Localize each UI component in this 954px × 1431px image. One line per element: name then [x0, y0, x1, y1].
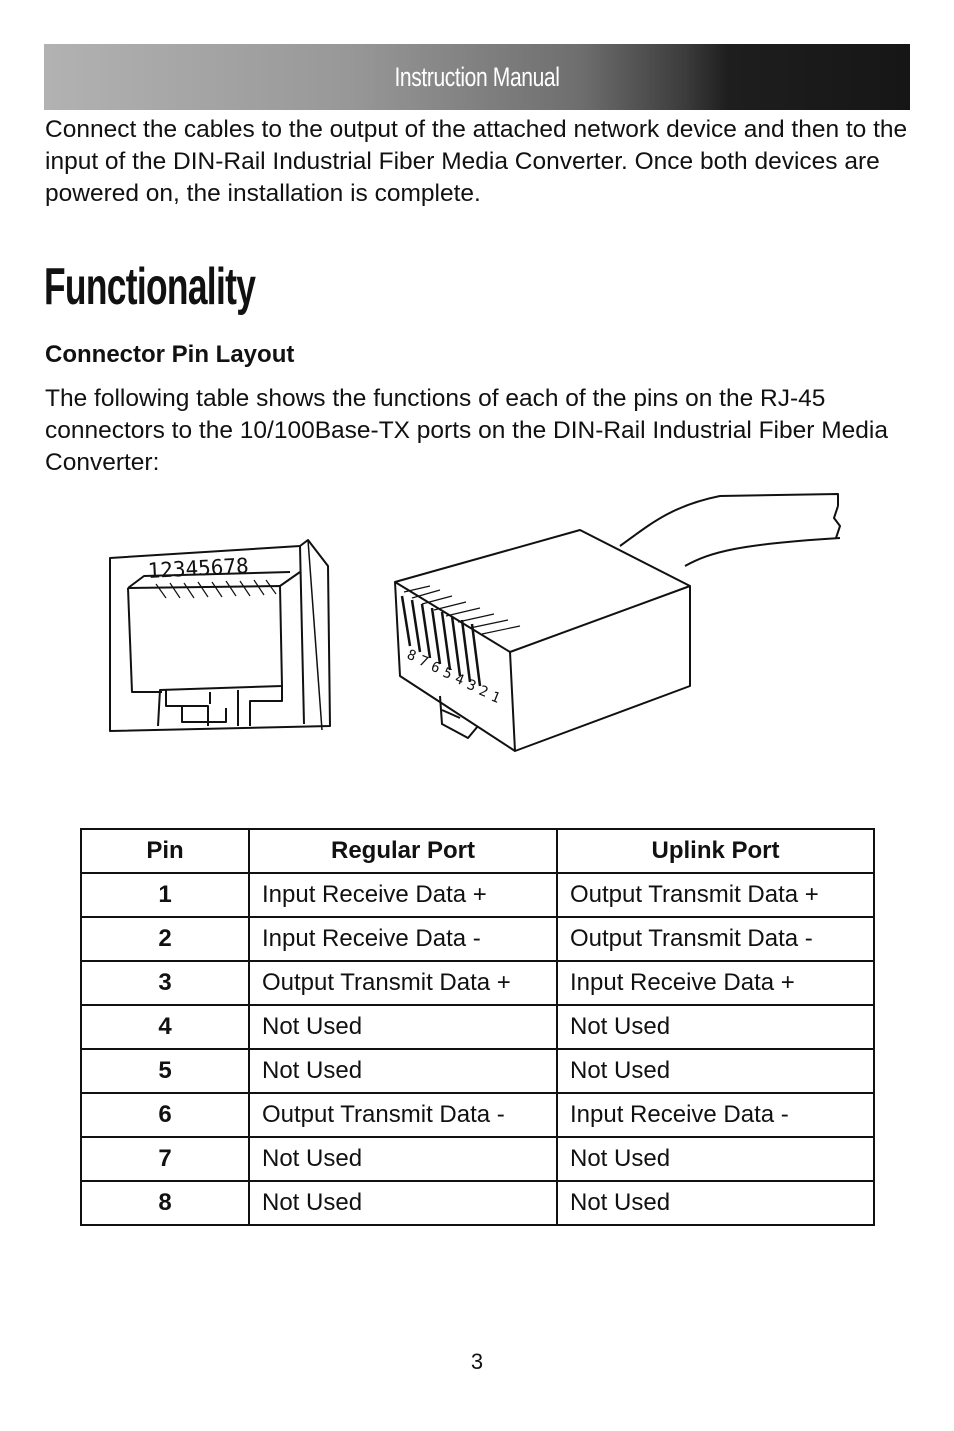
uplink-port-cell: Input Receive Data + — [556, 960, 875, 1006]
regular-port-cell: Not Used — [248, 1048, 558, 1094]
uplink-port-cell: Output Transmit Data + — [556, 872, 875, 918]
plug-pin-number: 6 — [429, 659, 443, 677]
plug-pin-number: 2 — [477, 683, 491, 701]
uplink-port-cell: Not Used — [556, 1048, 875, 1094]
subsection-title: Connector Pin Layout — [45, 341, 295, 368]
pin-number-cell: 5 — [80, 1048, 250, 1094]
plug-pin-number: 8 — [405, 647, 419, 665]
pin-column-header: Pin — [80, 828, 250, 874]
header-bar: Instruction Manual — [44, 44, 910, 110]
table-description: The following table shows the functions … — [45, 385, 888, 476]
pin-number-cell: 3 — [80, 960, 250, 1006]
rj45-connector-diagram: 12345678 8 7 6 5 4 3 2 1 — [109, 493, 841, 752]
regular-port-cell: Not Used — [248, 1180, 558, 1226]
regular-port-cell: Output Transmit Data + — [248, 960, 558, 1006]
pin-layout-table: Pin Regular Port Uplink Port 1 Input Rec… — [80, 828, 875, 1226]
regular-port-cell: Input Receive Data - — [248, 916, 558, 962]
uplink-port-cell: Not Used — [556, 1136, 875, 1182]
plug-pin-number: 5 — [441, 665, 455, 683]
pin-number-cell: 8 — [80, 1180, 250, 1226]
rj45-jack-illustration — [109, 539, 331, 732]
uplink-port-cell: Input Receive Data - — [556, 1092, 875, 1138]
plug-pin-number: 1 — [489, 689, 503, 707]
uplink-port-cell: Not Used — [556, 1180, 875, 1226]
plug-pin-number: 4 — [453, 671, 467, 689]
table-header-row: Pin Regular Port Uplink Port — [80, 828, 875, 874]
pin-number-cell: 6 — [80, 1092, 250, 1138]
section-title: Functionality — [44, 258, 256, 316]
plug-pin-number: 7 — [417, 653, 431, 671]
table-row: 8 Not Used Not Used — [80, 1180, 875, 1226]
pin-number-cell: 7 — [80, 1136, 250, 1182]
regular-port-cell: Not Used — [248, 1136, 558, 1182]
page-number: 3 — [470, 1349, 484, 1374]
regular-port-cell: Input Receive Data + — [248, 872, 558, 918]
uplink-port-cell: Not Used — [556, 1004, 875, 1050]
table-row: 3 Output Transmit Data + Input Receive D… — [80, 960, 875, 1006]
intro-paragraph: Connect the cables to the output of the … — [45, 116, 908, 207]
pin-number-cell: 1 — [80, 872, 250, 918]
uplink-port-cell: Output Transmit Data - — [556, 916, 875, 962]
jack-pin-numbers: 12345678 — [147, 554, 249, 583]
uplink-port-column-header: Uplink Port — [556, 828, 875, 874]
regular-port-cell: Output Transmit Data - — [248, 1092, 558, 1138]
plug-pin-numbers: 8 7 6 5 4 3 2 1 — [405, 647, 503, 707]
table-row: 4 Not Used Not Used — [80, 1004, 875, 1050]
pin-number-cell: 4 — [80, 1004, 250, 1050]
pin-number-cell: 2 — [80, 916, 250, 962]
rj45-plug-illustration — [394, 493, 841, 752]
table-row: 6 Output Transmit Data - Input Receive D… — [80, 1092, 875, 1138]
table-row: 2 Input Receive Data - Output Transmit D… — [80, 916, 875, 962]
regular-port-column-header: Regular Port — [248, 828, 558, 874]
regular-port-cell: Not Used — [248, 1004, 558, 1050]
plug-pin-number: 3 — [465, 677, 479, 695]
table-row: 7 Not Used Not Used — [80, 1136, 875, 1182]
table-row: 5 Not Used Not Used — [80, 1048, 875, 1094]
header-title: Instruction Manual — [394, 62, 560, 92]
table-row: 1 Input Receive Data + Output Transmit D… — [80, 872, 875, 918]
